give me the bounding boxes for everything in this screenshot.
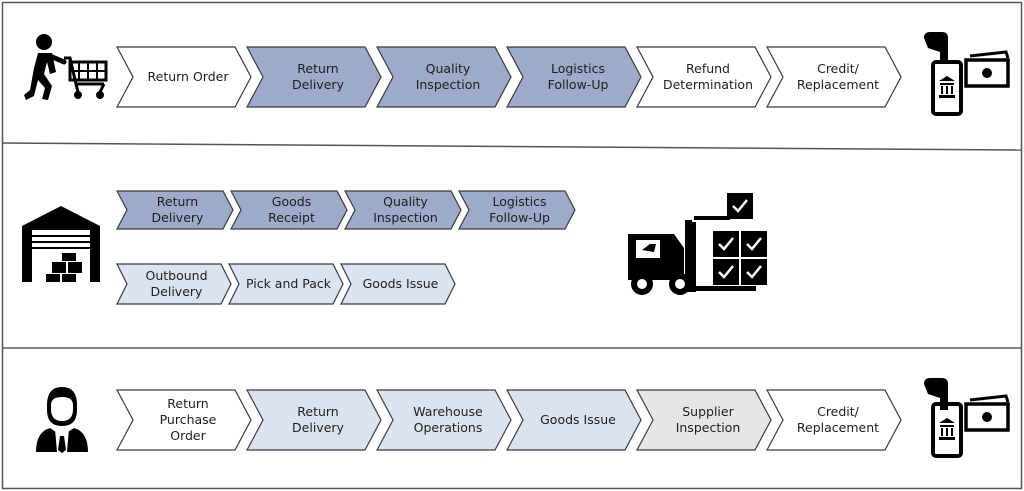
step-label: Supplier [682,404,734,419]
step-label: Replacement [797,77,879,92]
step-label: Delivery [292,77,344,92]
step-label: Pick and Pack [246,276,332,291]
process-step: Pick and Pack [228,263,344,305]
step-chevron [766,389,902,451]
step-label: Return [167,396,208,411]
step-label: Inspection [373,210,438,225]
payment-phone-cash-icon [924,378,1010,458]
step-chevron [246,389,382,451]
step-chevron [116,389,252,451]
step-chevron [376,46,512,108]
step-label: Outbound [145,268,207,283]
step-label: Determination [663,77,753,92]
step-chevron [636,46,772,108]
step-label: Quality [426,61,471,76]
step-label: Return [297,61,338,76]
step-chevron [116,263,232,305]
step-chevron [116,190,234,230]
step-chevron [340,263,456,305]
step-label: Delivery [152,210,204,225]
step-label: Delivery [292,420,344,435]
step-label: Goods [272,194,311,209]
process-step: Goods Issue [340,263,456,305]
section-divider [1,142,1023,151]
process-step: Credit/Replacement [766,46,902,108]
step-chevron [344,190,462,230]
step-chevron [636,389,772,451]
shopper-with-cart-icon [24,34,108,100]
step-chevron [376,389,512,451]
step-label: Goods Issue [540,412,616,427]
payment-phone-cash-icon [924,32,1010,116]
step-label: Delivery [151,284,203,299]
step-label: Warehouse [413,404,483,419]
warehouse-icon [22,206,100,282]
step-label: Operations [414,420,483,435]
step-label: Credit/ [817,61,860,76]
step-label: Receipt [268,210,315,225]
step-label: Return [297,404,338,419]
step-label: Purchase [160,412,217,427]
step-label: Credit/ [817,404,860,419]
process-step: Credit/Replacement [766,389,902,451]
step-chevron [766,46,902,108]
step-label: Logistics [551,61,605,76]
step-label: Follow-Up [489,210,550,225]
step-label: Goods Issue [363,276,439,291]
step-chevron [506,46,642,108]
step-chevron [230,190,348,230]
forklift-with-checked-boxes-icon [628,193,767,295]
process-step: Return Order [116,46,252,108]
step-label: Return [157,194,198,209]
step-chevron [506,389,642,451]
step-chevron [116,46,252,108]
step-label: Order [170,428,206,443]
process-steps: Return OrderReturnDeliveryQualityInspect… [116,46,902,451]
step-label: Inspection [676,420,741,435]
step-chevron [228,263,344,305]
step-label: Follow-Up [548,77,609,92]
step-label: Inspection [416,77,481,92]
step-label: Return Order [148,69,230,84]
step-label: Refund [686,61,730,76]
businessman-icon [36,387,88,453]
step-chevron [458,190,576,230]
step-label: Replacement [797,420,879,435]
step-label: Quality [383,194,428,209]
step-chevron [246,46,382,108]
process-step: Goods Issue [506,389,642,451]
step-label: Logistics [492,194,546,209]
